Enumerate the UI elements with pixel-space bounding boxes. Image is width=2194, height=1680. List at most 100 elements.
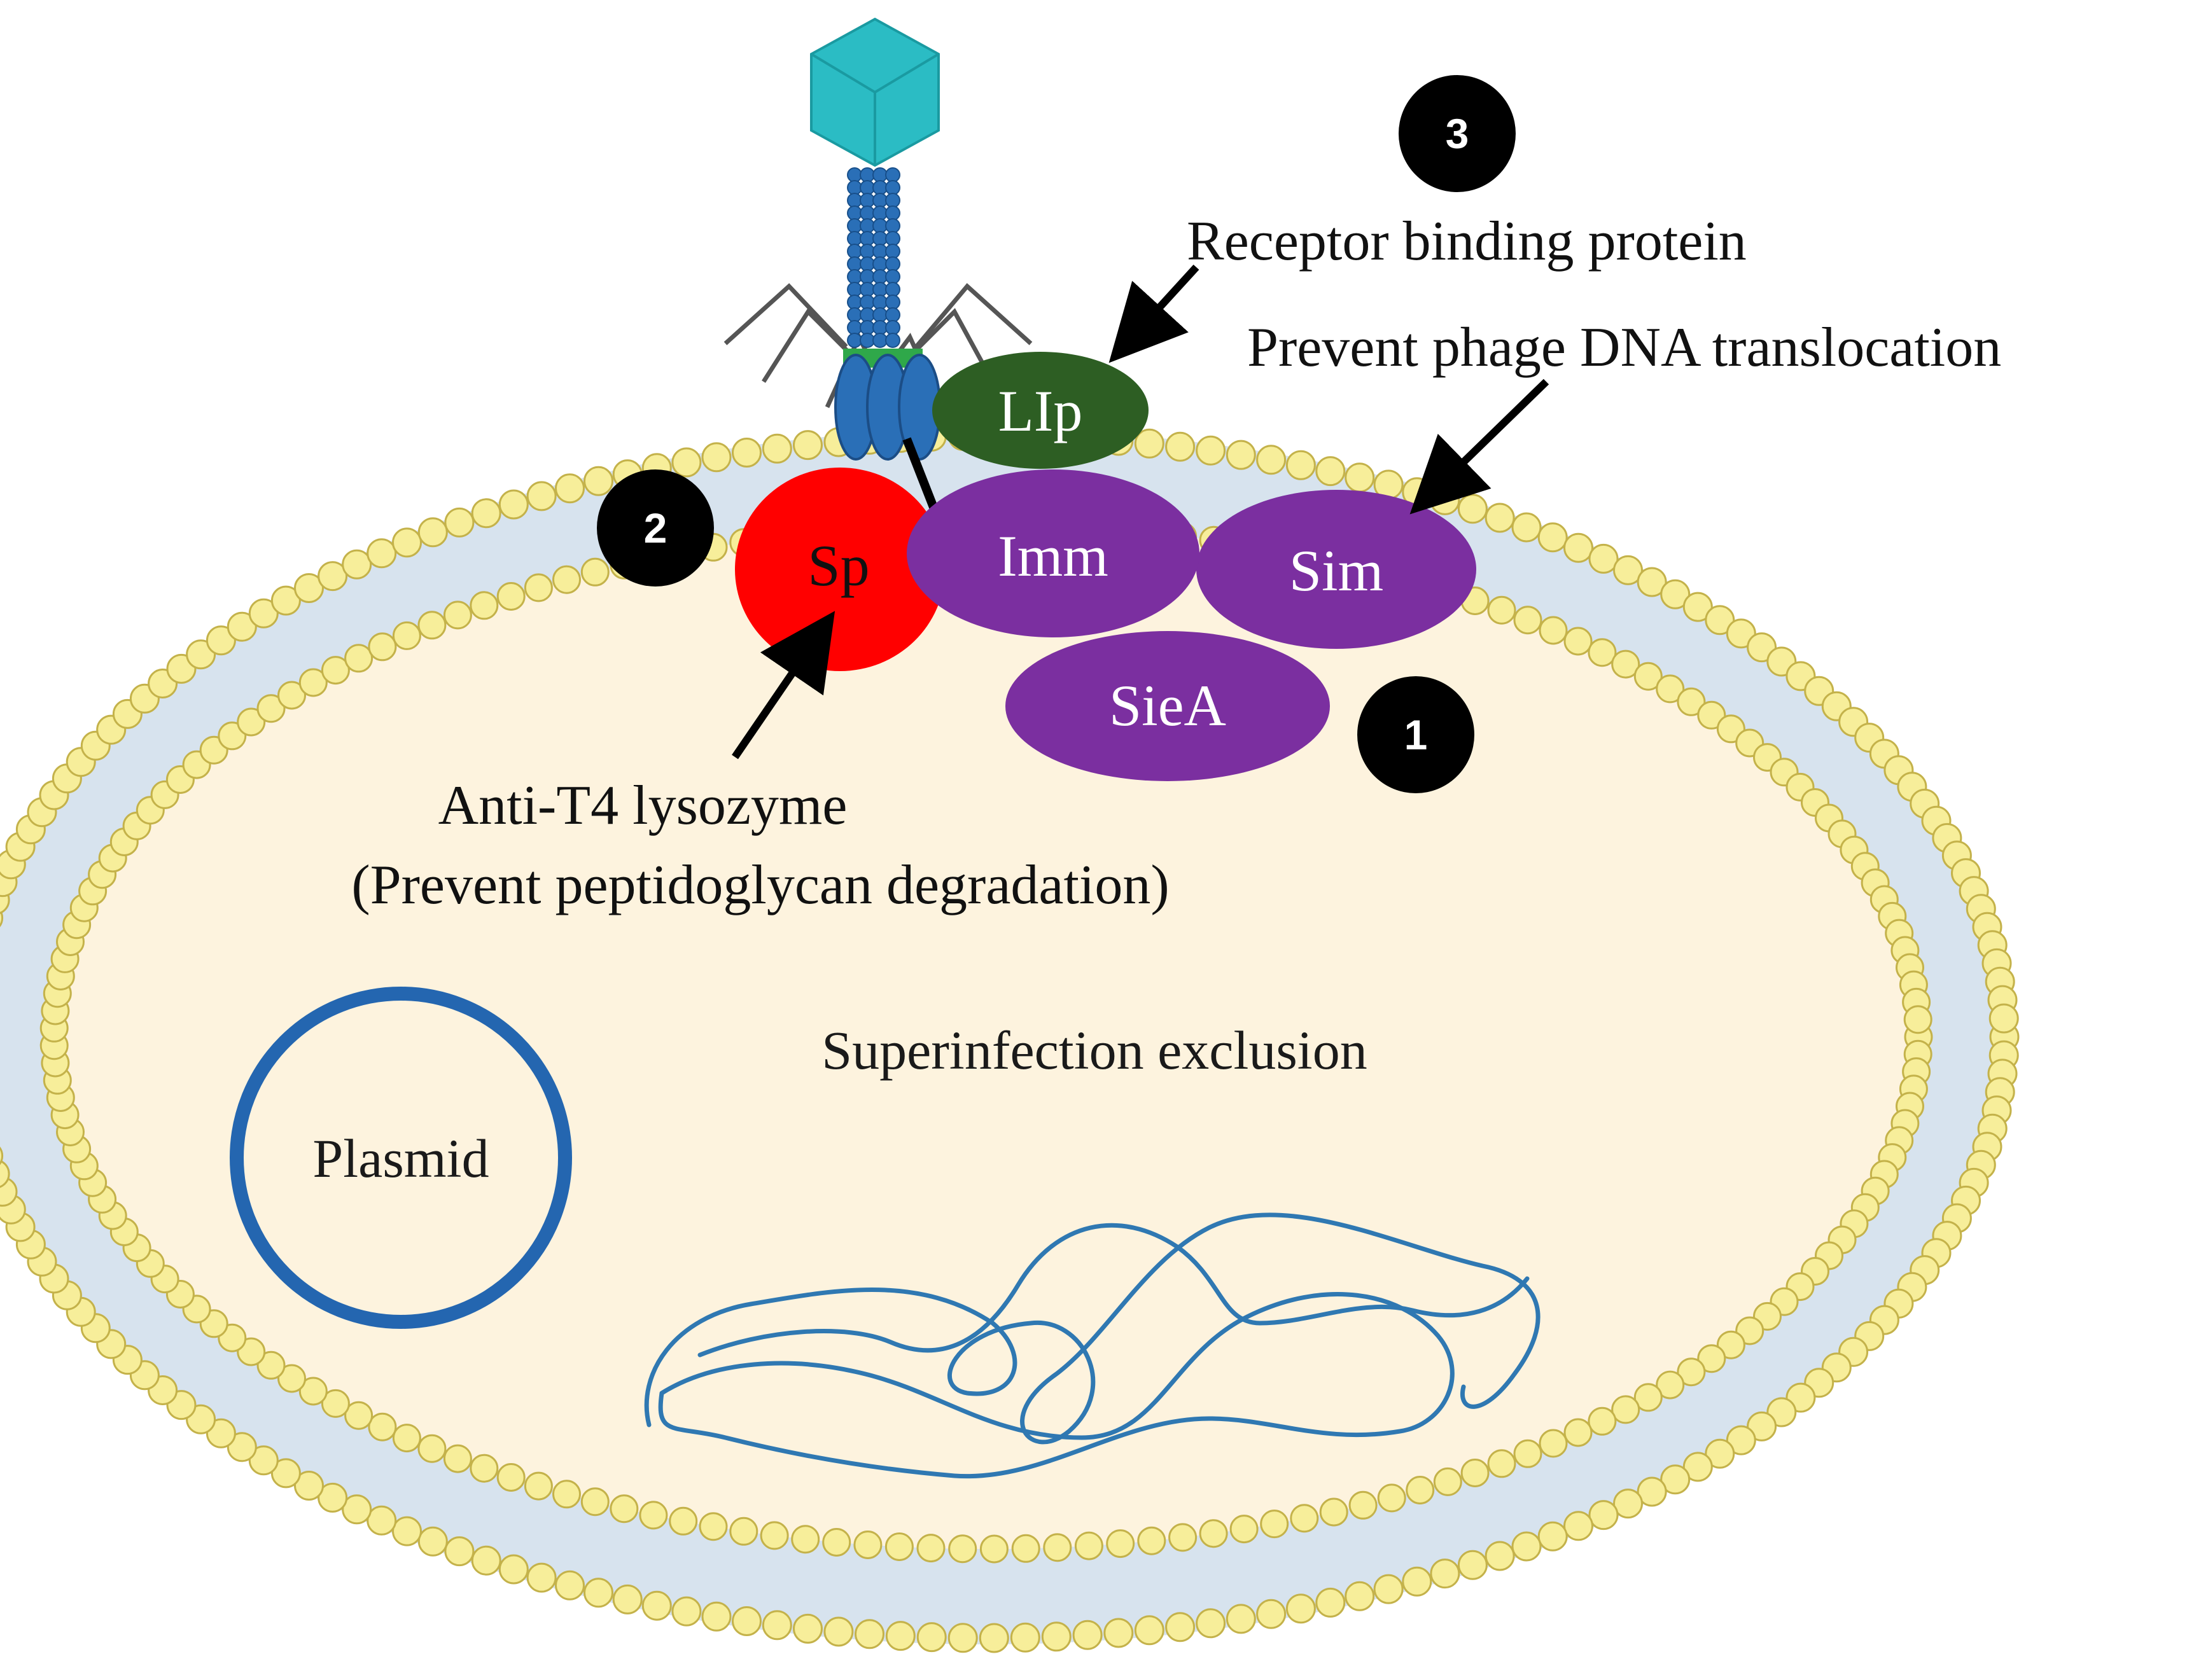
tail-fiber — [914, 282, 1033, 349]
lipid-head — [1660, 579, 1691, 609]
tail-segment — [885, 307, 900, 323]
lipid-head — [270, 585, 301, 616]
lipid-head — [1460, 1459, 1490, 1487]
lipid-head — [237, 707, 266, 737]
arrow-to-llp — [1108, 264, 1199, 363]
lipid-head — [0, 1146, 4, 1165]
lipid-head — [552, 565, 581, 594]
badge-3-number: 3 — [1446, 110, 1469, 157]
tail-segment — [872, 167, 888, 183]
lipid-head — [227, 1432, 257, 1462]
tail-segment — [860, 231, 875, 246]
lipid-head — [1074, 1531, 1103, 1560]
lipid-head — [417, 1526, 448, 1557]
lipid-head — [1588, 1406, 1617, 1436]
lipid-head — [344, 644, 374, 673]
tail-segment — [847, 333, 862, 348]
imm-label: Imm — [998, 524, 1108, 588]
tail-segment — [847, 167, 862, 183]
imm-protein — [907, 469, 1199, 637]
tail-segment — [872, 218, 888, 233]
lipid-head — [318, 1482, 348, 1513]
lipid-head — [1637, 567, 1667, 597]
tail-segment — [860, 205, 875, 221]
lipid-head — [0, 1160, 10, 1188]
lipid-head — [1563, 627, 1593, 656]
lipid-head — [1747, 1411, 1777, 1441]
membrane-outer-band — [0, 429, 2011, 1644]
lipid-head — [417, 611, 447, 640]
siea-protein — [1005, 631, 1330, 781]
lipid-heads — [0, 420, 2020, 1653]
tail-segment — [860, 333, 875, 348]
tail-segment — [885, 282, 900, 297]
lipid-head — [498, 489, 529, 520]
tail-segment — [885, 333, 900, 348]
sim-protein — [1196, 490, 1476, 649]
lipid-head — [417, 517, 448, 548]
lipid-head — [641, 1590, 672, 1621]
badge-3-circle — [1399, 75, 1516, 192]
badge-1-circle — [1357, 676, 1474, 793]
tail-segment — [847, 193, 862, 208]
lipid-head — [444, 507, 475, 538]
tail-segment — [847, 218, 862, 233]
tail-segment — [860, 307, 875, 323]
lipid-head — [1319, 1497, 1348, 1527]
lipid-head — [732, 1606, 762, 1636]
lipid-head — [580, 557, 610, 587]
tail-segment — [860, 167, 875, 183]
lipid-head — [256, 694, 286, 723]
lipid-head — [1726, 1425, 1756, 1455]
lipid-head — [1226, 1604, 1256, 1634]
tail-segment — [885, 180, 900, 195]
tail-segment — [885, 295, 900, 310]
tail-segment — [847, 282, 862, 297]
tail-segment — [860, 218, 875, 233]
lipid-head — [342, 549, 372, 580]
lipid-head — [367, 1505, 397, 1536]
lipid-head — [496, 582, 526, 611]
lipid-head — [298, 1377, 328, 1406]
protein-sim: Sim — [1196, 490, 1476, 649]
tail-segment — [872, 180, 888, 195]
lipid-head — [916, 1622, 947, 1653]
tail-segment — [872, 205, 888, 221]
cell-membrane — [0, 420, 2020, 1653]
tail-segment — [885, 231, 900, 246]
tail-fiber — [723, 283, 848, 349]
lipid-head — [583, 466, 613, 496]
lipid-head — [1539, 1429, 1568, 1458]
lipid-head — [855, 1619, 884, 1649]
lipid-head — [1260, 1510, 1289, 1539]
lipid-head — [392, 527, 422, 558]
tail-segment — [847, 205, 862, 221]
badge-2: 2 — [597, 469, 714, 587]
tail-fiber — [908, 308, 995, 383]
lipid-head — [1226, 440, 1256, 470]
lipid-head — [1406, 1476, 1435, 1504]
lipid-head — [1433, 1467, 1462, 1496]
plasmid: Plasmid — [230, 987, 572, 1329]
lipid-head — [1165, 1612, 1196, 1642]
tail-segment — [872, 333, 888, 348]
lipid-head — [884, 1532, 914, 1561]
lipid-head — [1457, 1550, 1488, 1580]
lipid-head — [1315, 1587, 1346, 1618]
badge-3: 3 — [1399, 75, 1516, 192]
dna-strand-1 — [644, 1212, 1541, 1445]
lipid-head — [1377, 1483, 1406, 1513]
lipid-head — [277, 1364, 306, 1393]
lipid-head — [368, 632, 397, 662]
lipid-head — [321, 656, 350, 685]
lipid-head — [1697, 700, 1726, 730]
lipid-head — [294, 573, 324, 603]
siea-label: SieA — [1109, 673, 1226, 738]
lipid-head — [417, 1434, 447, 1463]
lipid-head — [1513, 606, 1542, 635]
lipid-head — [248, 598, 279, 628]
lipid-head — [732, 438, 762, 468]
lipid-head — [671, 1596, 702, 1627]
lipid-head — [1229, 1515, 1259, 1544]
lipid-head — [699, 1512, 728, 1541]
